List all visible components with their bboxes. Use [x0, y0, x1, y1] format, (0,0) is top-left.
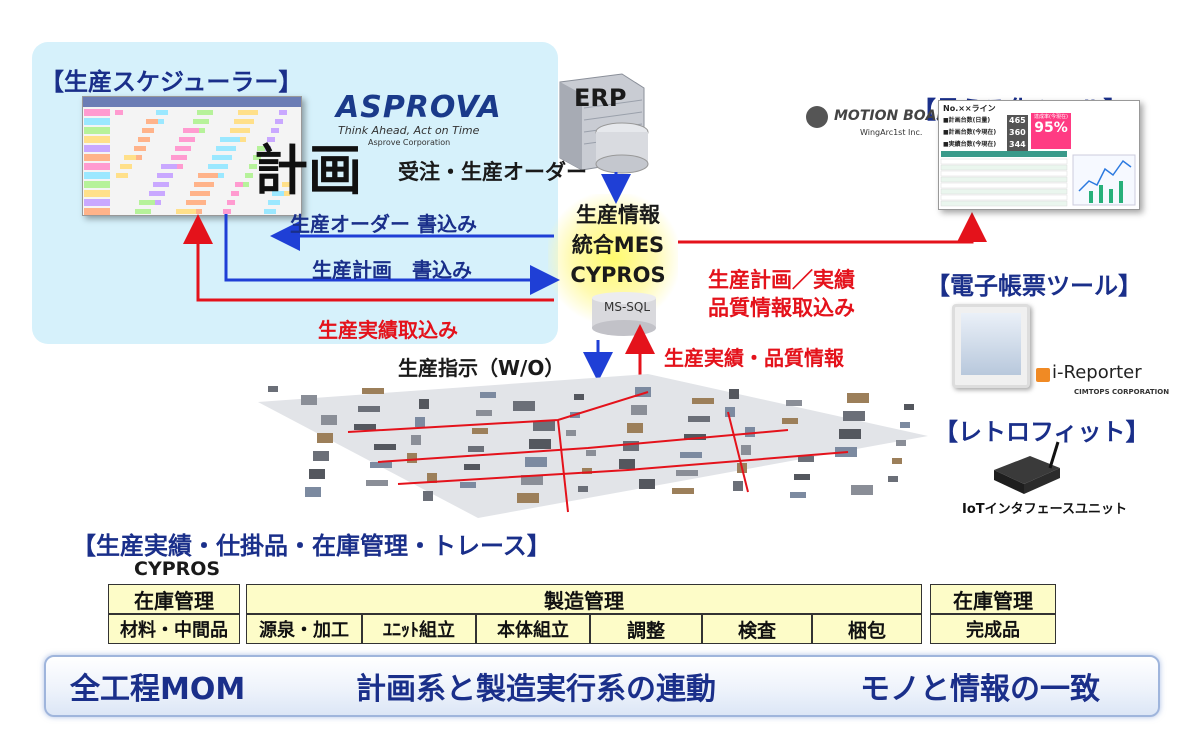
mes-label: 生産情報 統合MES CYPROS [566, 200, 670, 290]
mom-item-2: 計画系と製造実行系の連動 [356, 672, 716, 707]
work-order-label: 生産指示（W/O） [398, 356, 565, 380]
plan-label: 計画 [254, 139, 362, 202]
step-cell: 検査 [702, 614, 812, 644]
mom-bar [44, 655, 1160, 717]
retrofit-heading: 【レトロフィット】 [934, 418, 1150, 446]
asprova-corp: Asprove Corporation [368, 138, 451, 147]
dash-row-label: ■計画台数(日量) [943, 117, 991, 124]
dashboard-table-graphic [940, 151, 1136, 207]
ireporter-maker: CIMTOPS CORPORATION [1074, 388, 1170, 396]
mes-line1: 生産情報 [576, 203, 660, 227]
inventory-left-sub: 材料・中間品 [108, 614, 240, 644]
db-label: MS-SQL [604, 300, 651, 314]
actual-import-label: 生産実績取込み [318, 318, 458, 342]
asprova-logo: ASPROVA [336, 90, 502, 125]
motionboard-brand: MOTION BOARD [834, 108, 959, 124]
tablet-image [952, 304, 1030, 388]
erp-label: ERP [574, 84, 627, 112]
dashboard-screenshot: No.××ライン ■計画台数(日量) ■計画台数(今現在) ■実績台数(今現在)… [938, 100, 1140, 210]
arrow-plan-write [224, 214, 560, 295]
ireporter-brand: i-Reporter [1052, 362, 1142, 383]
dashboard-title: No.××ライン [943, 104, 996, 113]
dash-value: 465 [1007, 115, 1028, 127]
ireporter-logo-icon [1036, 368, 1050, 382]
rate-box: 達成率(今現在) 95% [1031, 113, 1071, 149]
step-cell: 梱包 [812, 614, 922, 644]
mes-line3: CYPROS [570, 263, 666, 287]
step-cell: 本体組立 [476, 614, 590, 644]
step-cell: 源泉・加工 [246, 614, 362, 644]
quality-info-label: 生産実績・品質情報 [664, 346, 844, 370]
plan-actual-line1: 生産計画／実績 [708, 268, 855, 292]
step-cell: 調整 [590, 614, 702, 644]
erp-server-icon [559, 73, 649, 174]
eform-heading: 【電子帳票ツール】 [926, 272, 1142, 300]
cypros-label: CYPROS [134, 558, 221, 580]
inventory-right-sub: 完成品 [930, 614, 1056, 644]
inventory-right-header: 在庫管理 [930, 584, 1056, 614]
step-cell: ﾕﾆｯﾄ組立 [362, 614, 476, 644]
dashboard-values: 465 360 344 [1007, 115, 1028, 151]
dash-value: 344 [1007, 139, 1028, 151]
rate-value: 95% [1034, 120, 1068, 136]
factory-floor-image [258, 374, 928, 518]
dash-row-label: ■実績台数(今現在) [943, 141, 997, 148]
dashboard-rows: ■計画台数(日量) ■計画台数(今現在) ■実績台数(今現在) [943, 115, 996, 151]
inventory-left-header: 在庫管理 [108, 584, 240, 614]
manufacturing-header: 製造管理 [246, 584, 922, 614]
motionboard-maker: WingArc1st Inc. [860, 128, 923, 137]
arrow-to-motionboard [678, 212, 987, 244]
motionboard-logo-icon [806, 106, 828, 128]
scheduler-heading: 【生産スケジューラー】 [40, 68, 303, 96]
plan-actual-line2: 品質情報取込み [708, 296, 855, 320]
plan-actual-label: 生産計画／実績 品質情報取込み [708, 266, 855, 322]
order-write-label: 生産オーダー 書込み [290, 212, 477, 236]
gantt-chart-image [83, 97, 301, 215]
orders-in-label: 受注・生産オーダー [398, 160, 587, 184]
arrow-actual-import [183, 214, 554, 302]
dash-value: 360 [1007, 127, 1028, 139]
mom-item-3: モノと情報の一致 [860, 672, 1100, 707]
iot-label: IoTインタフェースユニット [962, 502, 1127, 517]
rate-label: 達成率(今現在) [1034, 114, 1068, 120]
mes-line2: 統合MES [571, 233, 665, 257]
mom-item-1: 全工程MOM [70, 672, 246, 707]
tablet-screen [961, 313, 1021, 375]
tracking-heading: 【生産実績・仕掛品・在庫管理・トレース】 [72, 532, 551, 560]
asprova-tagline: Think Ahead, Act on Time [338, 124, 480, 137]
iot-device-icon [994, 441, 1060, 494]
plan-write-label: 生産計画 書込み [312, 258, 472, 282]
scheduler-screenshot [82, 96, 302, 216]
dash-row-label: ■計画台数(今現在) [943, 129, 997, 136]
